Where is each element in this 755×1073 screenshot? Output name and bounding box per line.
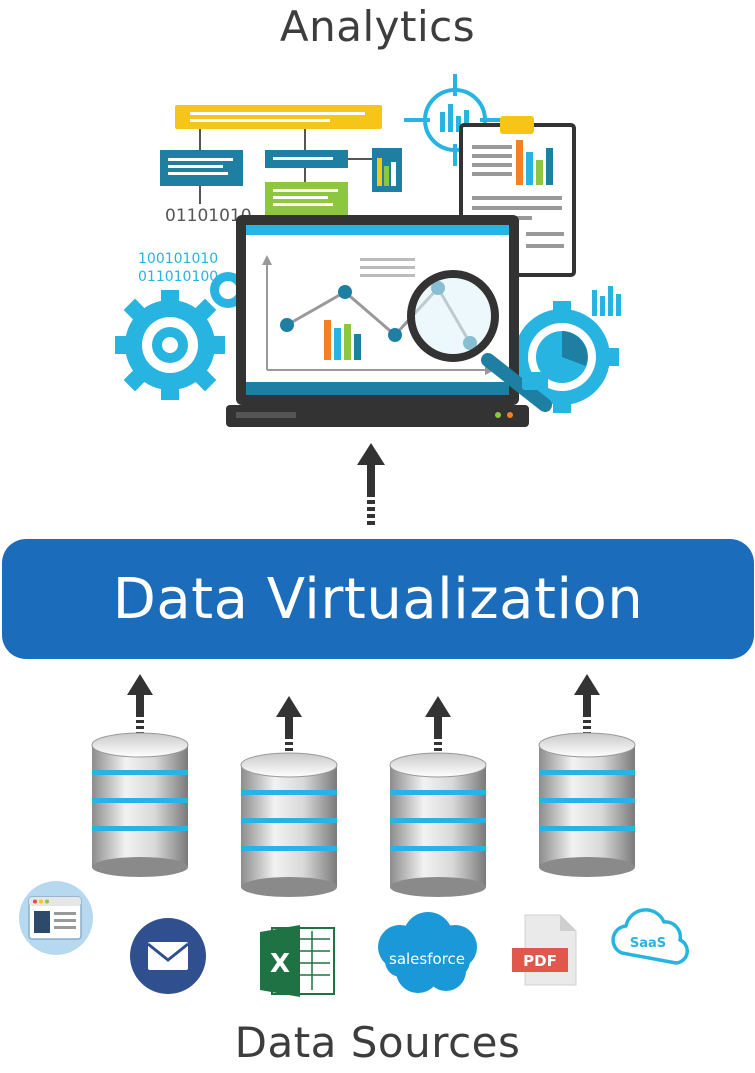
binary-text-2: 100101010 (138, 251, 218, 267)
arrow-up-db-3 (425, 696, 451, 751)
arrow-up-db-4 (574, 674, 600, 735)
database-icon-1 (91, 674, 189, 877)
analytics-illustration: 01101010 100101010 011010100 (115, 74, 621, 525)
arrow-up-analytics (357, 443, 385, 525)
excel-icon: X (260, 925, 335, 997)
source-icons-row: X salesforce PDF SaaS (19, 881, 689, 997)
saas-cloud-icon: SaaS (611, 908, 689, 965)
arrow-up-db-2 (276, 696, 302, 751)
svg-text:X: X (270, 949, 290, 979)
data-virtualization-label: Data Virtualization (112, 566, 644, 632)
svg-text:salesforce: salesforce (389, 950, 465, 968)
database-icon-2 (240, 696, 338, 897)
binary-text-1: 01101010 (165, 206, 252, 226)
binary-text-3: 011010100 (138, 269, 218, 285)
database-row (91, 674, 636, 897)
chat-bubble-icon (522, 372, 548, 390)
data-virtualization-bar: Data Virtualization (2, 539, 754, 659)
web-browser-icon (19, 881, 93, 955)
svg-text:PDF: PDF (523, 952, 557, 970)
svg-text:SaaS: SaaS (630, 936, 666, 951)
email-icon (130, 918, 206, 994)
gear-icon-right (505, 301, 619, 413)
gear-icon-left (115, 290, 225, 400)
database-icon-3 (389, 696, 487, 897)
analytics-title: Analytics (279, 2, 476, 51)
bar-icon-right (592, 286, 621, 316)
pdf-icon: PDF (512, 914, 577, 986)
magnifier-icon (407, 270, 552, 412)
target-icon (404, 74, 500, 166)
salesforce-icon: salesforce (378, 912, 477, 993)
org-chart-graphic (160, 105, 402, 216)
data-sources-title: Data Sources (234, 1018, 521, 1067)
arrow-up-db-1 (127, 674, 153, 735)
database-icon-4 (538, 674, 636, 877)
